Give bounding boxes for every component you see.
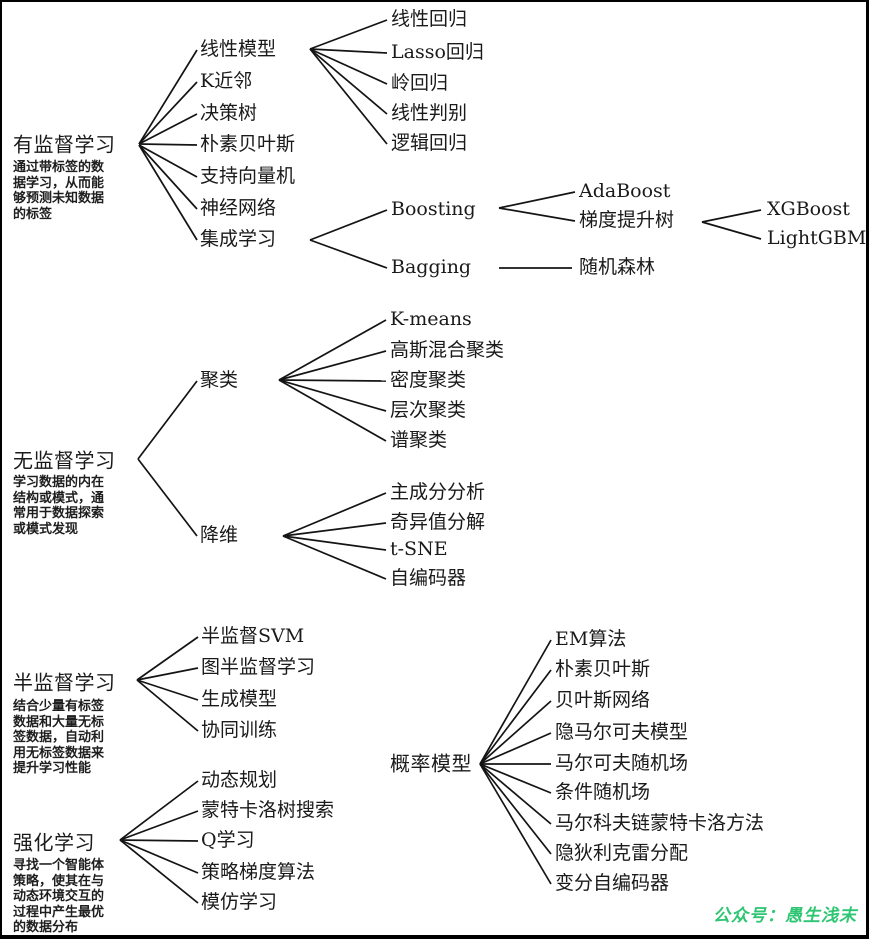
node-ensemble-learning: 集成学习 bbox=[200, 228, 277, 251]
node-bagging: Bagging bbox=[391, 256, 472, 279]
supervised-description: 通过带标签的数据学习，从而能够预测未知数据的标签 bbox=[13, 160, 105, 222]
watermark-text: 公众号：愚生浅末 bbox=[713, 906, 857, 926]
node-lasso-regression: Lasso回归 bbox=[391, 41, 484, 64]
node-autoencoder: 自编码器 bbox=[390, 567, 467, 590]
node-decision-tree: 决策树 bbox=[200, 102, 258, 125]
node-pca: 主成分分析 bbox=[390, 481, 486, 504]
node-density-clustering: 密度聚类 bbox=[390, 369, 467, 392]
node-linear-model: 线性模型 bbox=[200, 38, 277, 61]
node-svd: 奇异值分解 bbox=[390, 511, 486, 534]
node-bayesian-network: 贝叶斯网络 bbox=[555, 689, 651, 712]
reinforcement-description: 寻找一个智能体策略，使其在与动态环境交互的过程中产生最优的数据分布 bbox=[13, 858, 105, 935]
node-hmm: 隐马尔可夫模型 bbox=[555, 721, 689, 744]
node-adaboost: AdaBoost bbox=[579, 180, 671, 203]
node-dimensionality-reduction: 降维 bbox=[200, 524, 239, 547]
node-random-forest: 随机森林 bbox=[579, 256, 656, 279]
node-lda: 隐狄利克雷分配 bbox=[555, 842, 689, 865]
node-semi-supervised-svm: 半监督SVM bbox=[201, 625, 305, 648]
semi-supervised-description: 结合少量有标签数据和大量无标签数据，自动利用无标签数据来提升学习性能 bbox=[13, 699, 105, 776]
node-imitation-learning: 模仿学习 bbox=[201, 891, 278, 914]
node-spectral-clustering: 谱聚类 bbox=[390, 429, 448, 452]
node-linear-regression: 线性回归 bbox=[391, 8, 468, 31]
node-semi-supervised-learning: 半监督学习 bbox=[13, 670, 116, 695]
node-xgboost: XGBoost bbox=[767, 198, 850, 221]
node-probabilistic-model: 概率模型 bbox=[390, 751, 472, 776]
node-mcts: 蒙特卡洛树搜索 bbox=[201, 799, 335, 822]
node-naive-bayes-prob: 朴素贝叶斯 bbox=[555, 658, 651, 681]
node-clustering: 聚类 bbox=[200, 369, 239, 392]
node-mcmc: 马尔科夫链蒙特卡洛方法 bbox=[555, 812, 765, 835]
node-linear-discriminant: 线性判别 bbox=[391, 102, 468, 125]
node-policy-gradient: 策略梯度算法 bbox=[201, 861, 316, 884]
node-gaussian-mixture: 高斯混合聚类 bbox=[390, 339, 505, 362]
node-supervised-learning: 有监督学习 bbox=[13, 132, 116, 157]
node-logistic-regression: 逻辑回归 bbox=[391, 132, 468, 155]
node-lightgbm: LightGBM bbox=[767, 227, 867, 250]
node-co-training: 协同训练 bbox=[201, 719, 278, 742]
node-kmeans: K-means bbox=[390, 308, 472, 331]
node-neural-network: 神经网络 bbox=[200, 197, 277, 220]
node-em-algorithm: EM算法 bbox=[555, 628, 627, 651]
node-crf: 条件随机场 bbox=[555, 781, 651, 804]
node-q-learning: Q学习 bbox=[201, 829, 255, 852]
node-dynamic-programming: 动态规划 bbox=[201, 769, 278, 792]
node-tsne: t-SNE bbox=[390, 538, 448, 561]
node-naive-bayes: 朴素贝叶斯 bbox=[200, 133, 296, 156]
node-generative-model: 生成模型 bbox=[201, 688, 278, 711]
node-vae: 变分自编码器 bbox=[555, 872, 670, 895]
node-gbdt: 梯度提升树 bbox=[579, 209, 675, 232]
node-svm: 支持向量机 bbox=[200, 165, 296, 188]
node-ridge-regression: 岭回归 bbox=[391, 72, 449, 95]
node-unsupervised-learning: 无监督学习 bbox=[13, 448, 116, 473]
node-reinforcement-learning: 强化学习 bbox=[13, 830, 95, 855]
node-markov-random-field: 马尔可夫随机场 bbox=[555, 752, 689, 775]
node-hierarchical-clustering: 层次聚类 bbox=[390, 399, 467, 422]
unsupervised-description: 学习数据的内在结构或模式，通常用于数据探索或模式发现 bbox=[13, 475, 105, 537]
node-graph-semi-supervised: 图半监督学习 bbox=[201, 656, 316, 679]
node-knn: K近邻 bbox=[200, 70, 253, 93]
node-boosting: Boosting bbox=[391, 198, 476, 221]
